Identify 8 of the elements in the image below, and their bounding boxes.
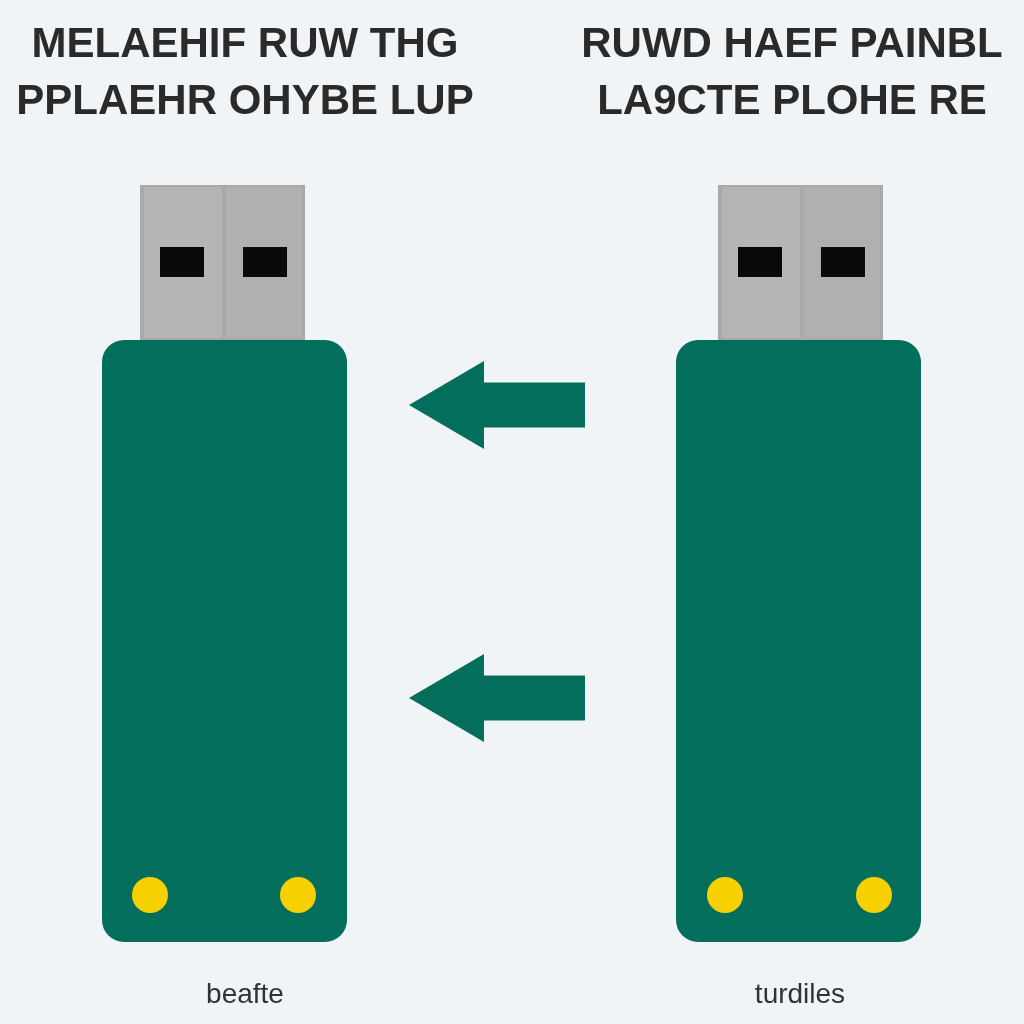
usb-drive-drawing xyxy=(102,185,347,943)
heading: MELAEHIF RUW THG PPLAEHR OHYBE LUP xyxy=(15,18,475,125)
node-label: turdiles xyxy=(753,978,847,1010)
arrow xyxy=(409,654,585,742)
node-label: beafte xyxy=(205,978,285,1010)
arrow xyxy=(409,361,585,449)
heading: RUWD HAEF PAINBL LA9CTE PLOHE RE xyxy=(580,18,1004,125)
usb-drive-drawing xyxy=(676,185,921,943)
